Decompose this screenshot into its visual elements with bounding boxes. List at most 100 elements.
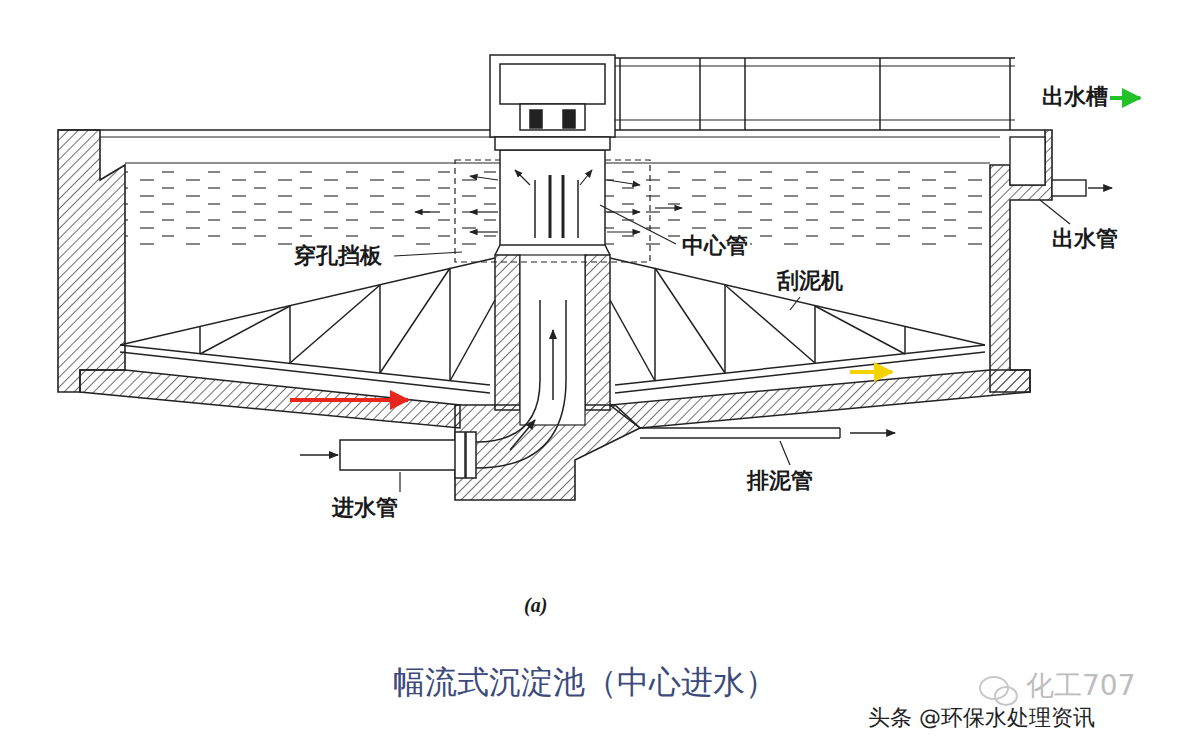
center-pipe — [605, 245, 610, 255]
sludge-pipe — [839, 428, 840, 438]
drive-unit — [490, 55, 615, 150]
flow-arrow — [515, 170, 530, 185]
figure-caption: 幅流式沉淀池（中心进水） — [391, 664, 779, 701]
part-label: 刮泥机 — [775, 268, 845, 293]
drive-unit — [500, 64, 605, 104]
sludge-pipe — [640, 437, 840, 438]
inlet-pipe — [476, 300, 566, 468]
drive-unit — [495, 137, 610, 150]
railing — [1009, 58, 1011, 130]
drive-unit — [563, 110, 575, 128]
flow-arrow — [470, 176, 498, 180]
railing — [615, 66, 1015, 67]
part-label: 中心管 — [680, 233, 750, 258]
inlet-pipe — [340, 440, 460, 470]
leader-line — [790, 297, 800, 310]
railing — [615, 120, 1015, 121]
scraper-truss — [289, 306, 291, 363]
leader-line — [780, 441, 790, 465]
part-label: 排泥管 — [745, 468, 815, 493]
railing — [744, 58, 746, 130]
inlet-pipe — [466, 432, 476, 478]
tank-wall — [58, 130, 125, 392]
leader-line — [1040, 200, 1070, 224]
scraper-truss — [449, 268, 451, 381]
scraper-truss — [610, 300, 655, 381]
sludge-pipe — [850, 432, 895, 433]
flow-arrow — [470, 231, 498, 232]
watermark-icon — [980, 677, 1017, 705]
scraper-truss — [199, 326, 201, 354]
outlet-pipe — [1052, 180, 1086, 196]
center-column — [520, 255, 585, 425]
flow-arrow — [470, 211, 498, 212]
scraper-truss — [724, 285, 726, 373]
inlet-pipe — [510, 420, 535, 450]
scraper-truss — [200, 306, 290, 354]
center-pipe — [500, 150, 605, 245]
scraper-truss — [450, 300, 495, 381]
part-label: 出水管 — [1050, 226, 1120, 251]
scraper-truss — [654, 268, 656, 381]
scraper-truss — [120, 258, 495, 393]
sludge-flow-arrow — [850, 370, 892, 374]
inlet-pipe — [455, 432, 465, 478]
railing — [619, 58, 621, 130]
center-pipe — [495, 245, 500, 255]
center-pipe — [562, 175, 565, 238]
scraper-truss — [815, 306, 905, 354]
part-label: 进水管 — [330, 495, 400, 520]
scraper-truss — [120, 258, 495, 345]
tank-floor — [80, 370, 460, 428]
center-pipe — [495, 150, 610, 255]
flow-arrow — [655, 207, 682, 208]
scraper-truss — [379, 285, 381, 373]
flow-arrow — [607, 231, 640, 232]
leader-line — [394, 252, 462, 256]
scraper-truss — [120, 352, 490, 393]
flow-arrow — [607, 180, 640, 185]
sludge-flow-arrow — [290, 398, 408, 402]
center-pipe — [577, 180, 579, 238]
leader-line — [399, 472, 400, 492]
outlet-pipe — [1052, 180, 1112, 196]
watermark: 化工707 — [1024, 670, 1137, 702]
center-pipe — [549, 175, 552, 238]
outflow-arrow — [1110, 96, 1140, 100]
scraper-truss — [610, 258, 985, 345]
scraper-truss — [655, 268, 725, 373]
inlet-pipe — [300, 300, 566, 478]
inlet-pipe — [300, 454, 338, 456]
drive-unit — [520, 104, 585, 130]
scraper-truss — [814, 306, 816, 363]
flow-arrow — [580, 170, 592, 185]
scraper-truss — [725, 285, 815, 363]
inlet-pipe — [476, 300, 540, 442]
outlet-pipe — [1088, 187, 1112, 188]
scraper-truss — [610, 258, 985, 393]
leader-line — [394, 200, 1070, 492]
scraper-truss — [904, 326, 906, 354]
outlet-trough — [1010, 137, 1045, 185]
inlet-pipe — [552, 330, 554, 400]
leader-line — [600, 205, 676, 244]
drive-unit — [490, 55, 615, 137]
railing — [615, 57, 1015, 59]
scraper-truss — [615, 352, 985, 393]
tank-wall — [990, 130, 1052, 392]
scraper-truss — [120, 345, 490, 385]
railing — [615, 58, 1015, 130]
sludge-pipe — [640, 428, 895, 438]
flow-arrow — [415, 170, 682, 232]
center-pipe — [534, 180, 536, 238]
part-label: 穿孔挡板 — [292, 243, 384, 268]
watermark-icon — [995, 687, 1017, 705]
scraper-truss — [380, 268, 450, 373]
scraper-truss — [290, 285, 380, 363]
center-column — [495, 255, 520, 410]
drive-unit — [530, 110, 542, 128]
sludge-pipe — [640, 427, 840, 428]
figure-number: (a) — [522, 594, 549, 617]
